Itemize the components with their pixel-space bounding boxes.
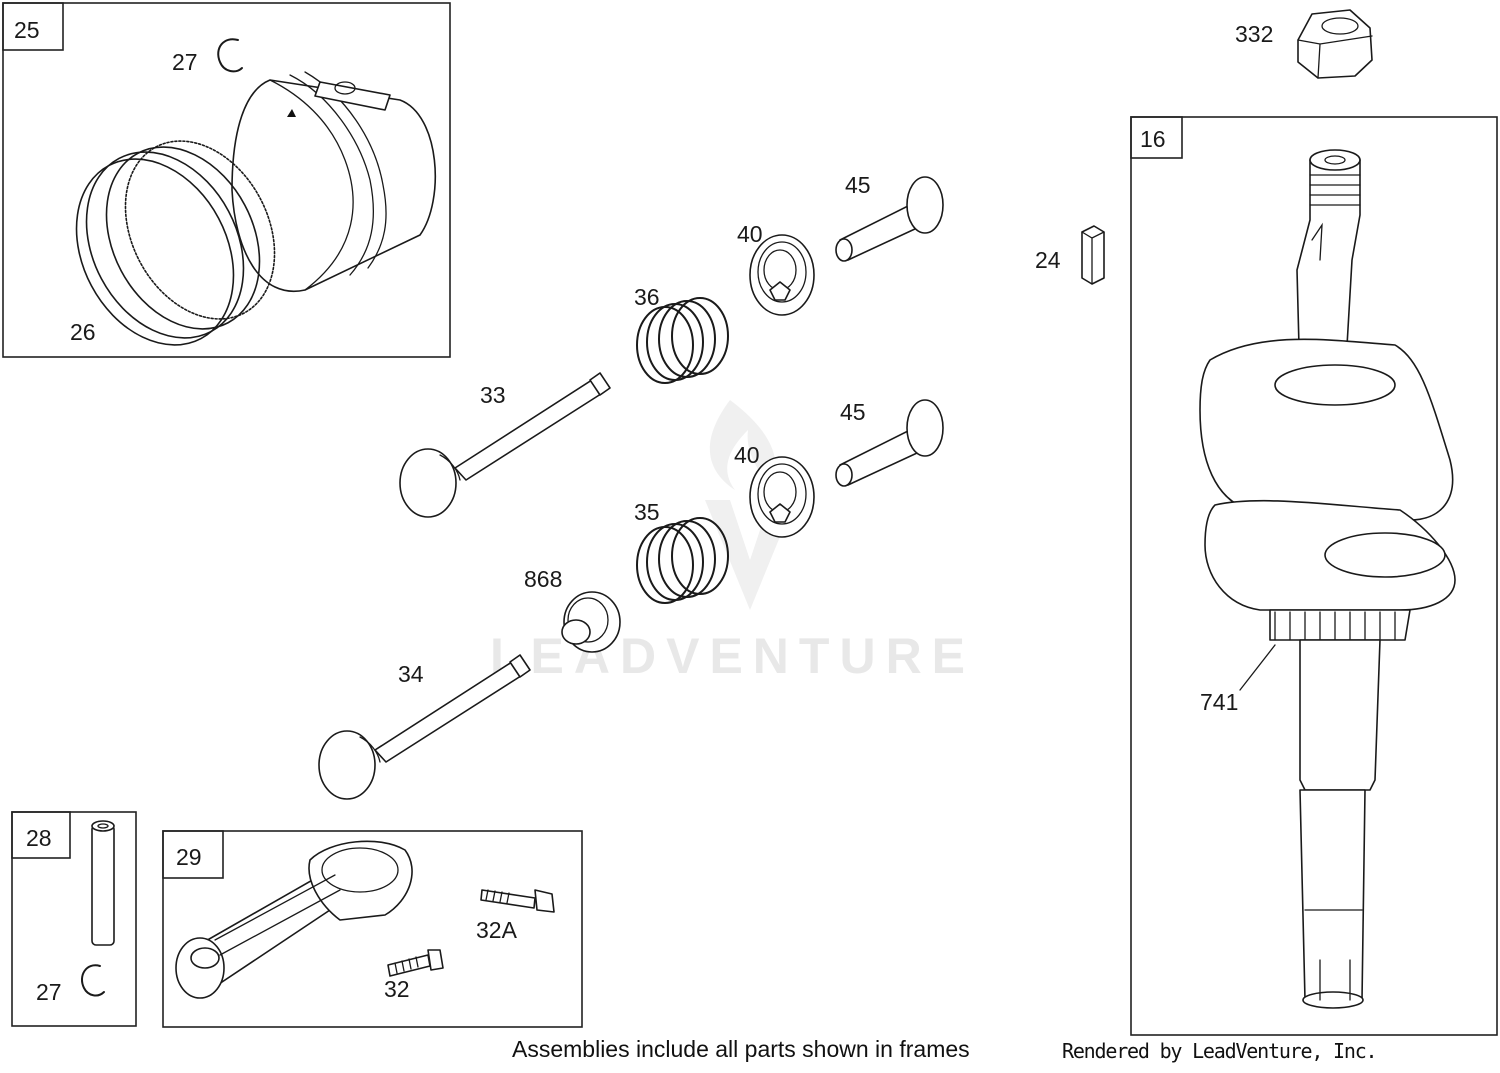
- valve-stem-seal[interactable]: [561, 591, 621, 653]
- callout-332: 332: [1235, 21, 1273, 47]
- frame-piston-assembly: [2, 2, 451, 358]
- callout-33: 33: [480, 382, 506, 408]
- valve-tappet-lower[interactable]: [835, 399, 944, 487]
- intake-valve[interactable]: [318, 654, 531, 800]
- piston-rings[interactable]: [45, 115, 304, 372]
- connecting-rod-bolt-32[interactable]: [387, 949, 444, 977]
- hex-nut[interactable]: [1297, 9, 1373, 79]
- callout-40-lower: 40: [734, 442, 760, 468]
- callout-26: 26: [70, 319, 96, 345]
- callout-36: 36: [634, 284, 660, 310]
- valve-spring-exhaust[interactable]: [636, 297, 729, 384]
- callout-35: 35: [634, 499, 660, 525]
- callout-27-lower: 27: [36, 979, 62, 1005]
- callout-24: 24: [1035, 247, 1061, 273]
- piston[interactable]: [231, 71, 437, 293]
- callout-16: 16: [1140, 126, 1166, 152]
- callout-29: 29: [176, 844, 202, 870]
- spring-retainer-lower[interactable]: [749, 456, 815, 538]
- frame-piston-pin-tag: [11, 811, 71, 859]
- rendered-by-credit: Rendered by LeadVenture, Inc.: [1062, 1039, 1378, 1063]
- callout-34: 34: [398, 661, 424, 687]
- callout-25: 25: [14, 17, 40, 43]
- retaining-ring-clip-lower[interactable]: [81, 964, 105, 997]
- assemblies-note: Assemblies include all parts shown in fr…: [512, 1036, 970, 1062]
- crankshaft[interactable]: [1199, 149, 1456, 1009]
- callout-32a: 32A: [476, 917, 518, 943]
- frame-piston-tag: [2, 2, 64, 51]
- callout-27-top: 27: [172, 49, 198, 75]
- valve-tappet-upper[interactable]: [835, 176, 944, 262]
- callout-40-upper: 40: [737, 221, 763, 247]
- exhaust-valve[interactable]: [399, 372, 611, 518]
- frame-piston-pin: [11, 811, 137, 1027]
- piston-pin[interactable]: [91, 820, 115, 946]
- connecting-rod[interactable]: [175, 840, 413, 999]
- spring-retainer-upper[interactable]: [749, 234, 815, 316]
- retaining-ring-clip[interactable]: [217, 38, 243, 73]
- connecting-rod-bolt-32a[interactable]: [480, 889, 555, 913]
- valve-spring-intake[interactable]: [636, 517, 729, 604]
- frame-connecting-rod-tag: [162, 830, 224, 879]
- callout-868: 868: [524, 566, 562, 592]
- callout-45-upper: 45: [845, 172, 871, 198]
- frame-connecting-rod: [162, 830, 583, 1028]
- frame-crankshaft-tag: [1130, 116, 1183, 159]
- callout-741: 741: [1200, 689, 1238, 715]
- leader-741: [1239, 644, 1276, 691]
- callout-45-lower: 45: [840, 399, 866, 425]
- crankshaft-key[interactable]: [1081, 225, 1105, 285]
- frame-crankshaft: [1130, 116, 1498, 1036]
- callout-32: 32: [384, 976, 410, 1002]
- callout-28: 28: [26, 825, 52, 851]
